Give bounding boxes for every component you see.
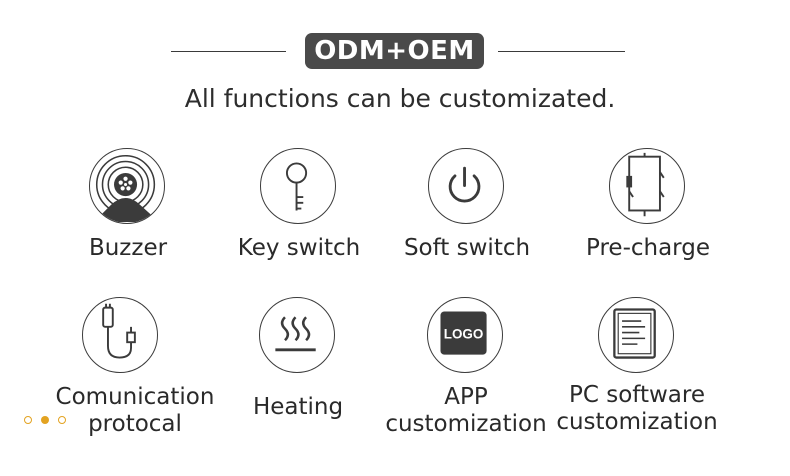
buzzer-icon (89, 148, 165, 224)
feature-label-line2: customization (385, 411, 547, 437)
carousel-dot[interactable] (24, 416, 32, 424)
header-divider-left (171, 51, 286, 52)
feature-label-line1: PC software (568, 382, 705, 408)
feature-label: Heating (252, 394, 344, 420)
heating-icon (259, 297, 335, 373)
feature-label: Pre-charge (586, 235, 710, 261)
carousel-dot-active[interactable] (41, 416, 49, 424)
feature-label: Buzzer (88, 235, 168, 261)
carousel-dot[interactable] (58, 416, 66, 424)
page-subtitle: All functions can be customizated. (184, 84, 616, 113)
key-icon (260, 148, 336, 224)
header-divider-right (498, 51, 625, 52)
feature-label: Key switch (237, 235, 361, 261)
cable-icon (82, 297, 158, 373)
circuit-icon (609, 148, 685, 224)
feature-label-line2: customization (556, 409, 718, 435)
feature-label-line1: Comunication (55, 384, 215, 410)
app-logo-icon: LOGO (427, 297, 503, 373)
feature-label: Soft switch (403, 235, 531, 261)
document-icon (598, 297, 674, 373)
logo-text: LOGO (444, 326, 484, 341)
power-icon (428, 148, 504, 224)
feature-label-line1: APP (444, 384, 488, 410)
odm-oem-badge: ODM+OEM (305, 33, 484, 69)
feature-label-line2: protocal (88, 411, 182, 437)
